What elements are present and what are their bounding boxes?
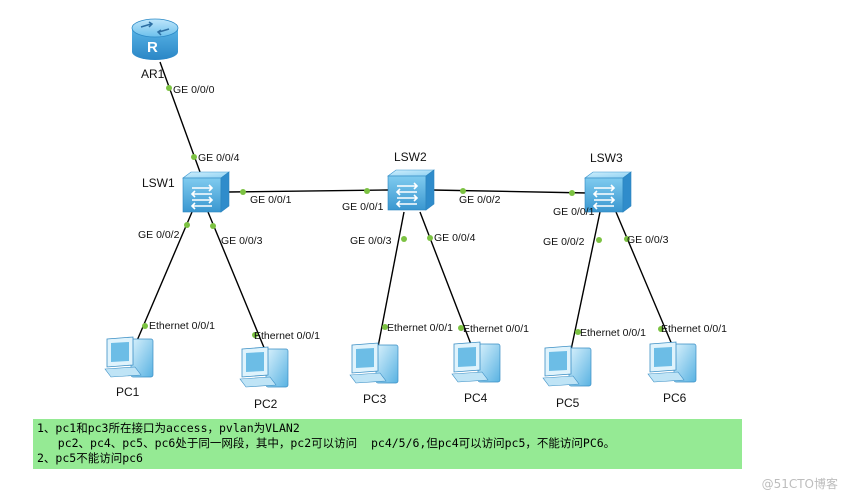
port-dot bbox=[596, 237, 602, 243]
port-label: GE 0/0/2 bbox=[543, 236, 585, 248]
link-lsw1-lsw2 bbox=[227, 189, 389, 193]
device-label-lsw1: LSW1 bbox=[142, 176, 175, 190]
port-label: GE 0/0/1 bbox=[342, 201, 384, 213]
port-dot bbox=[624, 236, 630, 242]
link-lsw1-pc2 bbox=[207, 211, 266, 351]
switch-icon-lsw2[interactable] bbox=[387, 169, 435, 211]
note-line-3: 2、pc5不能访问pc6 bbox=[37, 451, 143, 465]
port-label: Ethernet 0/0/1 bbox=[661, 323, 727, 335]
port-label: Ethernet 0/0/1 bbox=[580, 327, 646, 339]
port-dots bbox=[142, 85, 664, 338]
device-label-pc5: PC5 bbox=[556, 396, 580, 410]
device-label-pc4: PC4 bbox=[464, 391, 488, 405]
port-dot bbox=[166, 85, 172, 91]
link-ar1-lsw1 bbox=[159, 61, 201, 173]
port-label: GE 0/0/4 bbox=[198, 152, 240, 164]
port-label: Ethernet 0/0/1 bbox=[254, 330, 320, 342]
port-label: GE 0/0/3 bbox=[350, 235, 392, 247]
svg-text:R: R bbox=[147, 39, 158, 56]
note-line-1: 1、pc1和pc3所在接口为access，pvlan为VLAN2 bbox=[37, 421, 300, 435]
device-label-lsw2: LSW2 bbox=[394, 150, 427, 164]
port-label: GE 0/0/1 bbox=[553, 206, 595, 218]
port-dot bbox=[191, 154, 197, 160]
port-label: Ethernet 0/0/1 bbox=[387, 322, 453, 334]
links bbox=[135, 61, 674, 351]
note-line-2: pc2、pc4、pc5、pc6处于同一网段，其中，pc2可以访问 pc4/5/6… bbox=[37, 436, 616, 450]
port-label: GE 0/0/0 bbox=[173, 84, 215, 96]
device-label-pc6: PC6 bbox=[663, 391, 687, 405]
router-icon[interactable]: R bbox=[131, 18, 179, 60]
port-label: Ethernet 0/0/1 bbox=[149, 320, 215, 332]
port-label: GE 0/0/4 bbox=[434, 232, 476, 244]
pc-icon-pc2[interactable] bbox=[239, 346, 289, 388]
port-dot bbox=[569, 190, 575, 196]
device-label-pc3: PC3 bbox=[363, 392, 387, 406]
port-dot bbox=[427, 235, 433, 241]
pc-icon-pc3[interactable] bbox=[349, 342, 399, 384]
device-label-lsw3: LSW3 bbox=[590, 151, 623, 165]
port-dot bbox=[382, 324, 388, 330]
port-dot bbox=[575, 329, 581, 335]
link-lsw2-lsw3 bbox=[431, 189, 589, 194]
port-label: GE 0/0/3 bbox=[221, 235, 263, 247]
port-label: GE 0/0/1 bbox=[250, 194, 292, 206]
link-lsw1-pc1 bbox=[135, 211, 193, 344]
port-label: GE 0/0/2 bbox=[138, 229, 180, 241]
port-label: GE 0/0/3 bbox=[627, 234, 669, 246]
device-label-ar1: AR1 bbox=[141, 67, 165, 81]
port-dot bbox=[658, 326, 664, 332]
switch-icon-lsw3[interactable] bbox=[584, 171, 632, 213]
pc-icon-pc1[interactable] bbox=[104, 336, 154, 378]
watermark: @51CTO博客 bbox=[761, 477, 838, 491]
link-lsw3-pc5 bbox=[570, 211, 601, 351]
port-dot bbox=[401, 236, 407, 242]
requirements-note: 1、pc1和pc3所在接口为access，pvlan为VLAN2 pc2、pc4… bbox=[33, 419, 742, 469]
device-label-pc2: PC2 bbox=[254, 397, 278, 411]
port-dot bbox=[184, 222, 190, 228]
pc-icon-pc5[interactable] bbox=[542, 345, 592, 387]
pc-icon-pc4[interactable] bbox=[451, 341, 501, 383]
port-dot bbox=[364, 188, 370, 194]
port-dot bbox=[210, 223, 216, 229]
pc-icon-pc6[interactable] bbox=[647, 341, 697, 383]
port-dot bbox=[240, 189, 246, 195]
switch-icon-lsw1[interactable] bbox=[182, 171, 230, 213]
link-lsw2-pc4 bbox=[419, 211, 473, 348]
port-label: Ethernet 0/0/1 bbox=[463, 323, 529, 335]
port-dot bbox=[252, 332, 258, 338]
link-lsw2-pc3 bbox=[377, 211, 405, 348]
link-lsw3-pc6 bbox=[615, 211, 674, 348]
port-label: GE 0/0/2 bbox=[459, 194, 501, 206]
port-dot bbox=[142, 323, 148, 329]
port-dot bbox=[458, 325, 464, 331]
device-label-pc1: PC1 bbox=[116, 385, 140, 399]
port-dot bbox=[460, 188, 466, 194]
